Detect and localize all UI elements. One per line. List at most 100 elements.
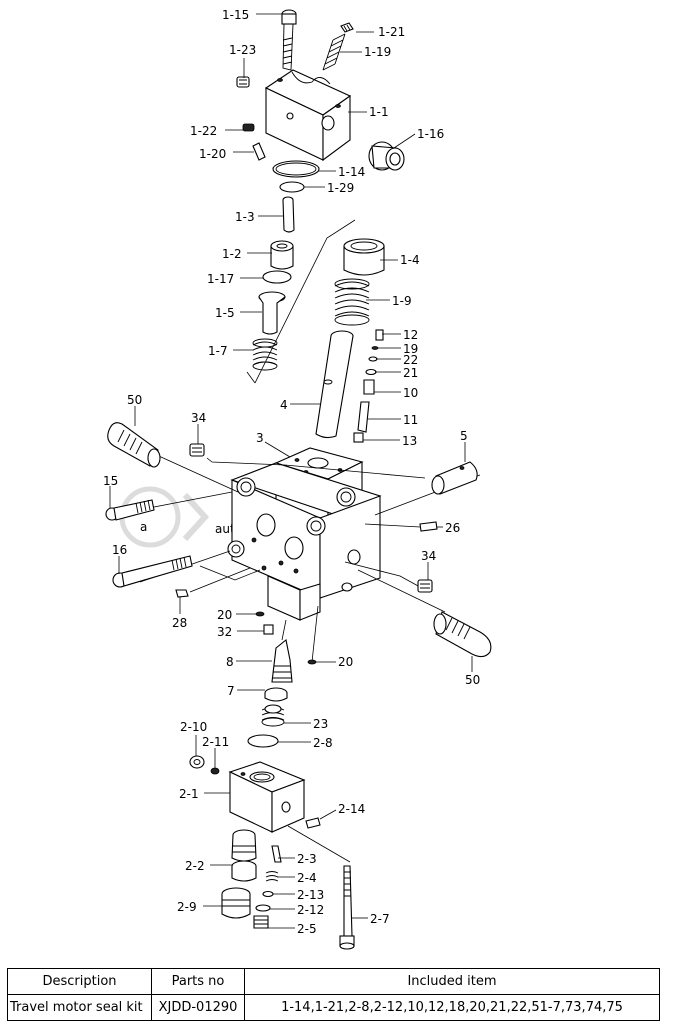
bolt-2-7 bbox=[339, 865, 355, 950]
callout-2-11: 2-11 bbox=[202, 735, 229, 749]
pin-1-20 bbox=[252, 142, 266, 161]
spool-8 bbox=[271, 639, 293, 683]
callout-1-16: 1-16 bbox=[417, 127, 444, 141]
spring-1-7 bbox=[252, 338, 278, 371]
small-parts-stack bbox=[353, 329, 384, 443]
ring-1-29 bbox=[279, 181, 305, 193]
callout-labels: 1-15 1-21 1-23 1-19 1-1 1-22 1-16 1-20 1… bbox=[103, 8, 480, 936]
callout-1-23: 1-23 bbox=[229, 43, 256, 57]
oring-2-8 bbox=[247, 734, 279, 748]
bolt-15 bbox=[105, 499, 155, 521]
small-parts-2-3-to-2-5 bbox=[253, 845, 282, 929]
callout-1-2: 1-2 bbox=[222, 247, 242, 261]
plug-2-10 bbox=[189, 755, 205, 769]
callout-1-3: 1-3 bbox=[235, 210, 255, 224]
callout-2-1: 2-1 bbox=[179, 787, 199, 801]
callout-1-9: 1-9 bbox=[392, 294, 412, 308]
table-row: Travel motor seal kit XJDD-01290 1-14,1-… bbox=[7, 994, 660, 1021]
plug-1-21 bbox=[340, 22, 354, 33]
fitting-34-left bbox=[189, 443, 205, 457]
callout-2-14: 2-14 bbox=[338, 802, 365, 816]
pin-28 bbox=[175, 589, 189, 598]
bottom-valve-assembly bbox=[189, 755, 355, 950]
main-valve-body bbox=[127, 447, 481, 663]
spring-1-9 bbox=[334, 278, 370, 326]
callout-12: 12 bbox=[403, 328, 418, 342]
header-description: Description bbox=[7, 968, 152, 995]
callout-2-9: 2-9 bbox=[177, 900, 197, 914]
plug-1-16 bbox=[368, 141, 405, 171]
callout-19: 19 bbox=[403, 342, 418, 356]
plug-1-22 bbox=[242, 123, 255, 132]
callout-2-13: 2-13 bbox=[297, 888, 324, 902]
callout-32: 32 bbox=[217, 625, 232, 639]
fitting-50-right bbox=[433, 611, 492, 658]
callout-1-21: 1-21 bbox=[378, 25, 405, 39]
callout-10: 10 bbox=[403, 386, 418, 400]
callout-2-7: 2-7 bbox=[370, 912, 390, 926]
callout-1-17: 1-17 bbox=[207, 272, 234, 286]
ring-1-17 bbox=[262, 270, 292, 284]
plug-1-23 bbox=[236, 76, 250, 88]
watermark-glyph: a bbox=[140, 520, 147, 534]
callout-2-3: 2-3 bbox=[297, 852, 317, 866]
block-1-1 bbox=[264, 69, 352, 162]
parts-table: Description Parts no Included item Trave… bbox=[7, 968, 660, 1021]
callout-3: 3 bbox=[256, 431, 264, 445]
callout-1-14: 1-14 bbox=[338, 165, 365, 179]
small-parts-20-32 bbox=[255, 611, 317, 665]
callout-16: 16 bbox=[112, 543, 127, 557]
cell-parts-no: XJDD-01290 bbox=[151, 994, 245, 1021]
callout-2-12: 2-12 bbox=[297, 903, 324, 917]
table-header-row: Description Parts no Included item bbox=[7, 968, 660, 995]
header-parts-no: Parts no bbox=[151, 968, 245, 995]
fitting-50-left bbox=[107, 422, 161, 468]
callout-2-10: 2-10 bbox=[180, 720, 207, 734]
spool-4 bbox=[315, 330, 354, 439]
callout-50-lower: 50 bbox=[465, 673, 480, 687]
cell-included-item: 1-14,1-21,2-8,2-12,10,12,18,20,21,22,51-… bbox=[244, 994, 660, 1021]
callout-1-20: 1-20 bbox=[199, 147, 226, 161]
callout-1-4: 1-4 bbox=[400, 253, 420, 267]
callout-8: 8 bbox=[226, 655, 234, 669]
oring-1-14 bbox=[272, 160, 320, 178]
callout-1-19: 1-19 bbox=[364, 45, 391, 59]
spring-1-19 bbox=[322, 33, 346, 71]
callout-1-29: 1-29 bbox=[327, 181, 354, 195]
callout-13: 13 bbox=[402, 434, 417, 448]
callout-2-8: 2-8 bbox=[313, 736, 333, 750]
spring-23 bbox=[261, 704, 285, 727]
callout-20-lower: 20 bbox=[338, 655, 353, 669]
callout-50-upper: 50 bbox=[127, 393, 142, 407]
callout-2-4: 2-4 bbox=[297, 871, 317, 885]
fitting-34-right bbox=[417, 579, 433, 593]
callout-22: 22 bbox=[403, 353, 418, 367]
sleeve-2-2 bbox=[231, 829, 257, 882]
bolt-1-15 bbox=[281, 9, 297, 71]
callout-11: 11 bbox=[403, 413, 418, 427]
callout-1-15: 1-15 bbox=[222, 8, 249, 22]
callout-1-7: 1-7 bbox=[208, 344, 228, 358]
sleeve-1-2 bbox=[270, 240, 294, 270]
plug-2-9 bbox=[221, 887, 251, 919]
callout-28: 28 bbox=[172, 616, 187, 630]
pin-26 bbox=[419, 521, 438, 532]
pin-2-14 bbox=[305, 817, 321, 829]
callout-1-5: 1-5 bbox=[215, 306, 235, 320]
block-2-1 bbox=[228, 761, 306, 833]
top-valve-assembly bbox=[236, 9, 405, 443]
callout-2-5: 2-5 bbox=[297, 922, 317, 936]
callout-leaders bbox=[109, 13, 473, 929]
callout-20-upper: 20 bbox=[217, 608, 232, 622]
cylinder-1-4 bbox=[343, 238, 385, 276]
header-included-item: Included item bbox=[244, 968, 660, 995]
exploded-parts-diagram: a autopiter.ru bbox=[103, 8, 492, 950]
pin-1-3 bbox=[282, 196, 295, 233]
callout-7: 7 bbox=[227, 684, 235, 698]
callout-15: 15 bbox=[103, 474, 118, 488]
callout-23: 23 bbox=[313, 717, 328, 731]
callout-5: 5 bbox=[460, 429, 468, 443]
bolt-16 bbox=[112, 555, 193, 588]
piston-1-5 bbox=[258, 291, 286, 335]
callout-21: 21 bbox=[403, 366, 418, 380]
